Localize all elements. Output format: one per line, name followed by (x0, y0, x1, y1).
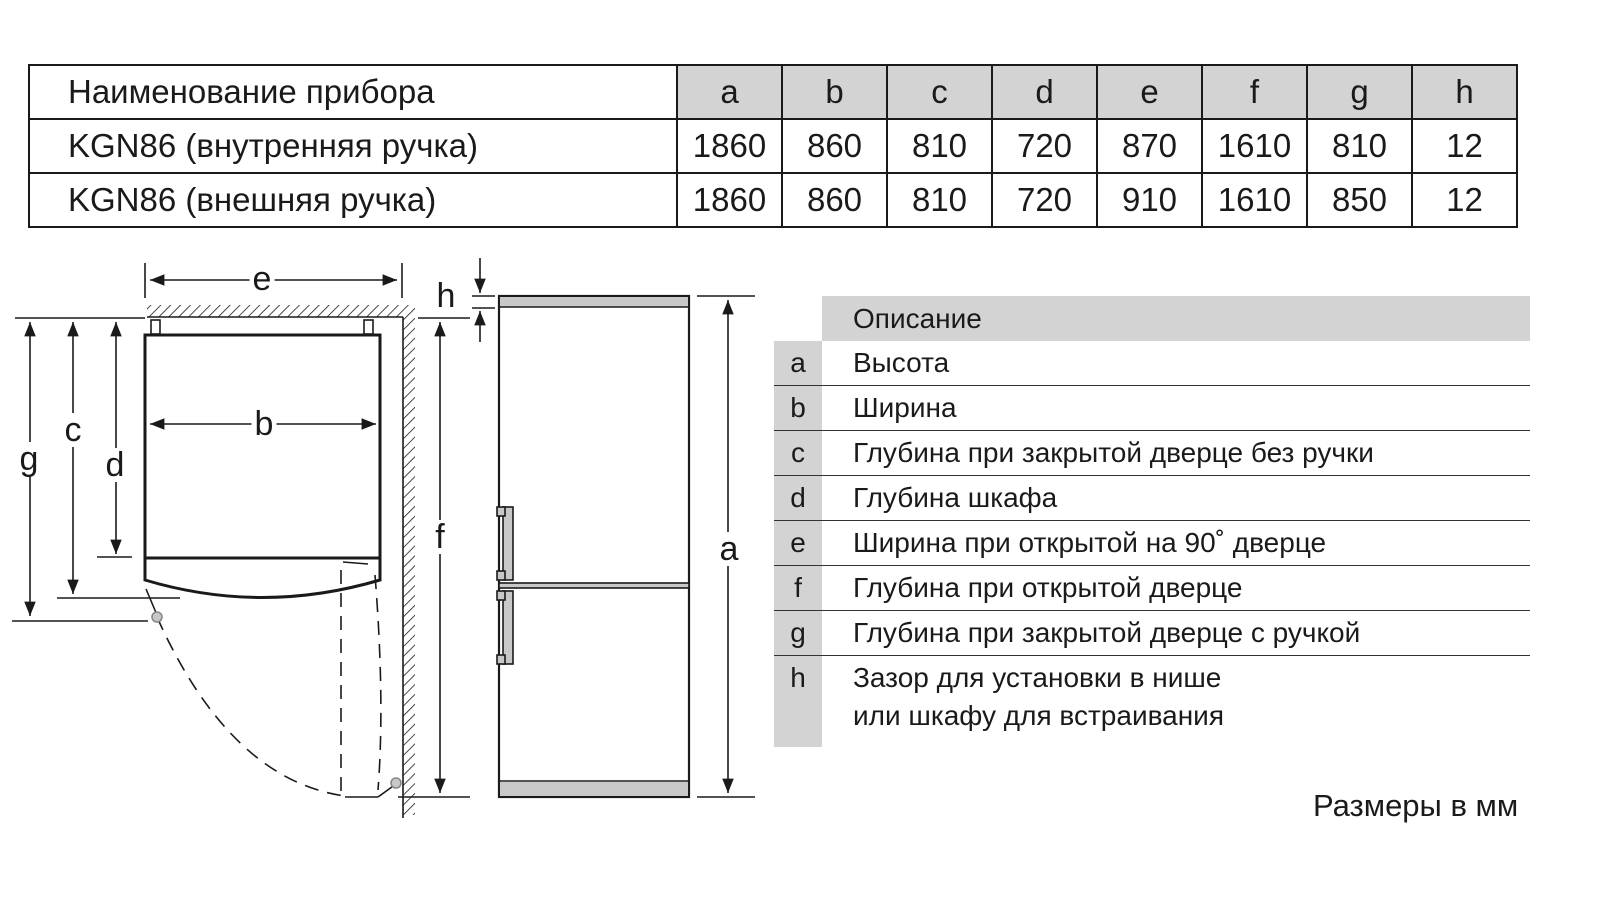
legend-row: a Высота (774, 341, 1530, 386)
label-b: b (251, 407, 277, 441)
legend-row: d Глубина шкафа (774, 476, 1530, 521)
label-e: e (249, 262, 275, 296)
header-col-c: c (886, 64, 993, 120)
legend-text: Глубина при закрытой дверце с ручкой (853, 617, 1361, 648)
lower-handle (502, 590, 514, 665)
legend-text-multiline: Зазор для установки в нише или шкафу для … (822, 656, 1224, 747)
upper-handle (502, 506, 514, 581)
wall-hatch-top (147, 305, 415, 317)
cell-h: 12 (1411, 118, 1518, 174)
legend-key: d (774, 476, 822, 520)
legend-row: h Зазор для установки в нише или шкафу для… (774, 656, 1530, 747)
label-f: f (432, 520, 448, 554)
header-col-f: f (1201, 64, 1308, 120)
legend-row: g Глубина при закрытой дверце с ручкой (774, 611, 1530, 656)
fridge-body-top-view (143, 333, 382, 560)
header-col-b: b (781, 64, 888, 120)
legend-text-line: Зазор для установки в нише (853, 662, 1222, 693)
cell-d: 720 (991, 172, 1098, 228)
cell-b: 860 (781, 118, 888, 174)
dimensions-table: Наименование прибора a b c d e f g h KGN… (28, 64, 1518, 228)
legend-title: Описание (822, 296, 1530, 341)
cell-f: 1610 (1201, 172, 1308, 228)
cell-c: 810 (886, 172, 993, 228)
label-d: d (102, 448, 128, 482)
legend-key: h (774, 656, 822, 747)
cell-h: 12 (1411, 172, 1518, 228)
legend-row: f Глубина при открытой дверце (774, 566, 1530, 611)
cell-g: 810 (1306, 118, 1413, 174)
header-col-g: g (1306, 64, 1413, 120)
label-a: a (716, 532, 742, 566)
units-note: Размеры в мм (1313, 788, 1519, 823)
table-row: KGN86 (внешняя ручка) 1860 860 810 720 9… (28, 172, 1518, 228)
door-swing-arc (156, 616, 346, 797)
cell-c: 810 (886, 118, 993, 174)
wall-hatch-right (403, 317, 415, 815)
table-row: KGN86 (внутренняя ручка) 1860 860 810 72… (28, 118, 1518, 174)
legend-text: Ширина при открытой на 90˚ дверце (853, 527, 1327, 558)
legend-text: Ширина (853, 392, 957, 423)
label-g: g (16, 442, 42, 476)
legend-text: Глубина шкафа (853, 482, 1058, 513)
legend-key: c (774, 431, 822, 475)
fridge-front-view (497, 294, 691, 799)
cell-a: 1860 (676, 118, 783, 174)
legend-text: Глубина при закрытой дверце без ручки (853, 437, 1374, 468)
legend-key: f (774, 566, 822, 610)
cell-e: 870 (1096, 118, 1203, 174)
legend-row: b Ширина (774, 386, 1530, 431)
legend-key: a (774, 341, 822, 385)
label-c: c (61, 413, 85, 447)
header-col-h: h (1411, 64, 1518, 120)
cell-f: 1610 (1201, 118, 1308, 174)
label-h: h (436, 277, 456, 315)
cell-a: 1860 (676, 172, 783, 228)
legend-text: Высота (853, 347, 950, 378)
cell-g: 850 (1306, 172, 1413, 228)
header-appliance-name: Наименование прибора (28, 64, 678, 120)
legend-key: g (774, 611, 822, 655)
legend-text-line: или шкафу для встраивания (853, 700, 1224, 731)
cell-b: 860 (781, 172, 888, 228)
cell-e: 910 (1096, 172, 1203, 228)
row-name: KGN86 (внутренняя ручка) (28, 118, 678, 174)
legend-row: c Глубина при закрытой дверце без ручки (774, 431, 1530, 476)
legend-text: Глубина при открытой дверце (853, 572, 1243, 603)
table-header-row: Наименование прибора a b c d e f g h (28, 64, 1518, 120)
legend-row: e Ширина при открытой на 90˚ дверце (774, 521, 1530, 566)
header-col-d: d (991, 64, 1098, 120)
cell-d: 720 (991, 118, 1098, 174)
header-col-a: a (676, 64, 783, 120)
header-col-e: e (1096, 64, 1203, 120)
row-name: KGN86 (внешняя ручка) (28, 172, 678, 228)
legend-key: b (774, 386, 822, 430)
legend-key: e (774, 521, 822, 565)
